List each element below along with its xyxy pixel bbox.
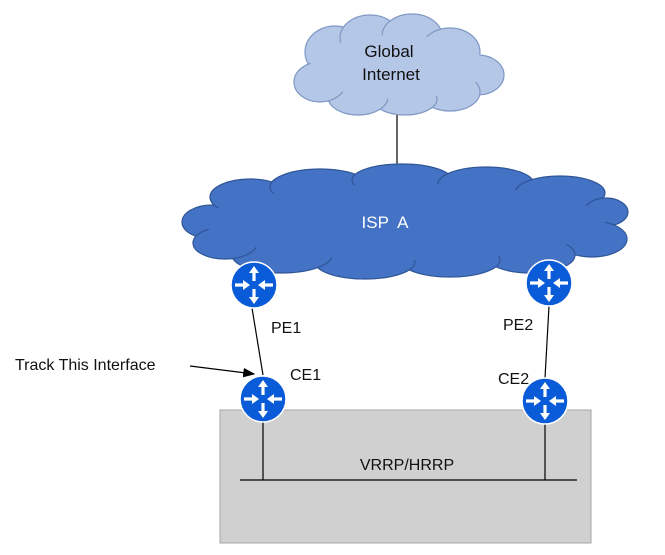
label-ce2: CE2 [498,371,529,388]
isp-a-cloud: ISP A [181,163,629,280]
label-ce1: CE1 [290,367,321,384]
router-pe2-icon[interactable] [525,259,573,307]
label-pe1: PE1 [271,320,301,337]
label-pe2: PE2 [503,317,533,334]
global-internet-cloud: Global Internet [293,13,505,116]
lan-box [219,409,592,544]
track-interface-label: Track This Interface [15,357,156,374]
track-arrow [189,365,256,378]
isp-cloud-label: ISP A [362,213,410,232]
router-ce1-icon[interactable] [239,375,287,423]
link-pe1-ce1 [251,307,264,376]
global-cloud-line1: Global [364,42,413,61]
lan-protocol-label: VRRP/HRRP [360,457,454,474]
global-cloud-line2: Internet [362,65,420,84]
link-pe2-ce2 [544,305,550,379]
router-pe1-icon[interactable] [230,261,278,309]
